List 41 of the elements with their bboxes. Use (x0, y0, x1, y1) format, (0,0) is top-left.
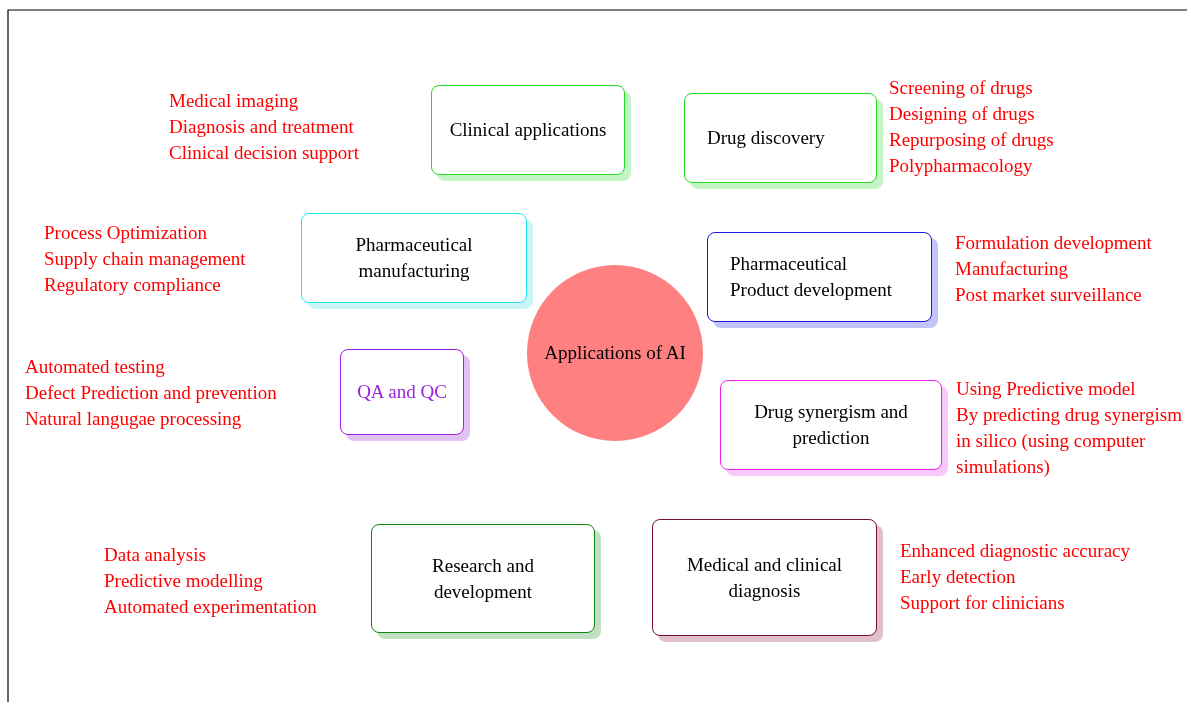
bullet-item: Natural langugae processing (25, 407, 243, 431)
bullet-item: Repurposing of drugs (889, 128, 1055, 152)
bullet-item: Polypharmacology (889, 154, 1034, 178)
bullet-item: Automated testing (25, 355, 166, 379)
bullet-item: Designing of drugs (889, 102, 1036, 126)
category-box (652, 519, 877, 636)
bullet-item: Using Predictive model (956, 377, 1137, 401)
box-label: Applications of AI (544, 341, 686, 365)
box-label: Clinical applications (449, 118, 607, 142)
box-label: Medical and clinical diagnosis (685, 552, 844, 603)
box-label: Research and development (431, 553, 535, 604)
category-box (684, 93, 877, 183)
bullet-item: Screening of drugs (889, 76, 1034, 100)
bullet-item: Medical imaging (169, 89, 300, 113)
bullet-item: Diagnosis and treatment (169, 115, 355, 139)
box-label: QA and QC (357, 380, 447, 404)
box-label: Drug synergism and prediction (753, 400, 909, 450)
box-label: Drug discovery (707, 126, 825, 150)
box-label: Pharmaceutical Product development (730, 252, 893, 302)
bullet-item: Formulation development (955, 231, 1153, 255)
category-box (340, 349, 464, 435)
bullet-item: Process Optimization (44, 221, 209, 245)
bullet-item: Support for clinicians (900, 591, 1066, 615)
bullet-item: Post market surveillance (955, 283, 1143, 307)
category-box (431, 85, 625, 175)
category-box (301, 213, 527, 303)
bullet-item: By predicting drug synergism in silico (using computer simulations) (956, 403, 1184, 479)
category-box (371, 524, 595, 633)
bullet-item: Enhanced diagnostic accuracy (900, 539, 1131, 563)
category-box (720, 380, 942, 470)
bullet-item: Predictive modelling (104, 569, 264, 593)
bullet-item: Automated experimentation (104, 595, 318, 619)
category-box (707, 232, 932, 322)
bullet-item: Early detection (900, 565, 1017, 589)
box-label: Pharmaceutical manufacturing (354, 233, 474, 283)
bullet-item: Defect Prediction and prevention (25, 381, 278, 405)
bullet-item: Regulatory compliance (44, 273, 222, 297)
bullet-item: Clinical decision support (169, 141, 360, 165)
bullet-item: Data analysis (104, 543, 207, 567)
bullet-item: Supply chain management (44, 247, 247, 271)
bullet-item: Manufacturing (955, 257, 1069, 281)
